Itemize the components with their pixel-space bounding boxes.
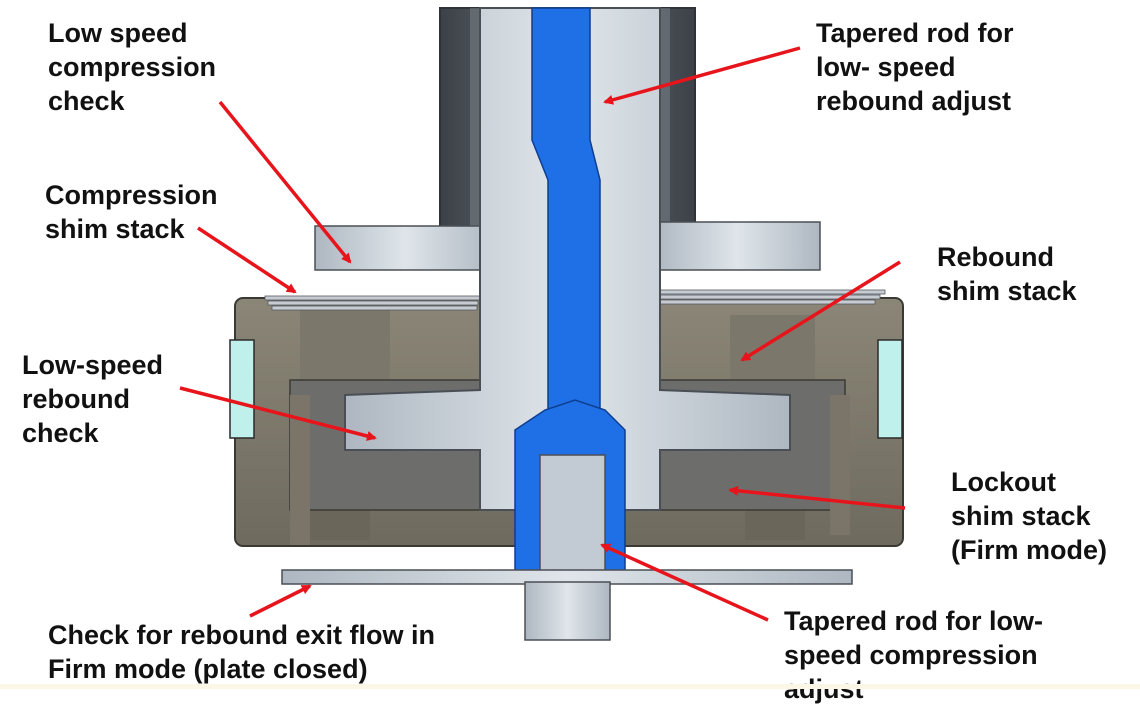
damper-cross-section-diagram — [179, 7, 906, 641]
arrow-compression-shim-stack — [197, 226, 297, 294]
label-rebound-shim-stack: Rebound shim stack — [937, 242, 1077, 306]
label-check-rebound-exit: Check for rebound exit flow in Firm mode… — [48, 620, 436, 684]
label-low-speed-rebound-check: Low-speed rebound check — [22, 350, 164, 448]
bottom-nut — [524, 581, 611, 641]
label-compression-shim-stack: Compression shim stack — [45, 180, 218, 244]
arrow-tapered-rod-rebound — [603, 46, 801, 105]
label-tapered-rod-compression: Tapered rod for low- speed compression a… — [784, 606, 1044, 704]
compression-shim-stack — [264, 295, 481, 311]
label-low-speed-compression-check: Low speed compression check — [48, 18, 217, 116]
arrow-tapered-rod-compression — [600, 543, 769, 622]
callout-arrows — [179, 46, 906, 622]
label-lockout-shim-stack: Lockout shim stack (Firm mode) — [951, 467, 1108, 565]
arrow-low-speed-rebound-check — [179, 386, 377, 441]
right-window — [877, 339, 903, 439]
label-tapered-rod-rebound: Tapered rod for low- speed rebound adjus… — [816, 18, 1014, 116]
left-window — [229, 339, 255, 439]
arrow-low-speed-compression-check — [218, 100, 352, 264]
low-speed-compression-check-plate — [314, 225, 496, 271]
threaded-screw — [539, 454, 606, 576]
arrow-lockout-shim-stack — [728, 485, 906, 510]
arrow-rebound-shim-stack — [740, 260, 901, 362]
right-upper-plate — [654, 221, 821, 271]
arrow-check-rebound-exit — [249, 584, 312, 618]
bottom-band — [0, 684, 1140, 689]
